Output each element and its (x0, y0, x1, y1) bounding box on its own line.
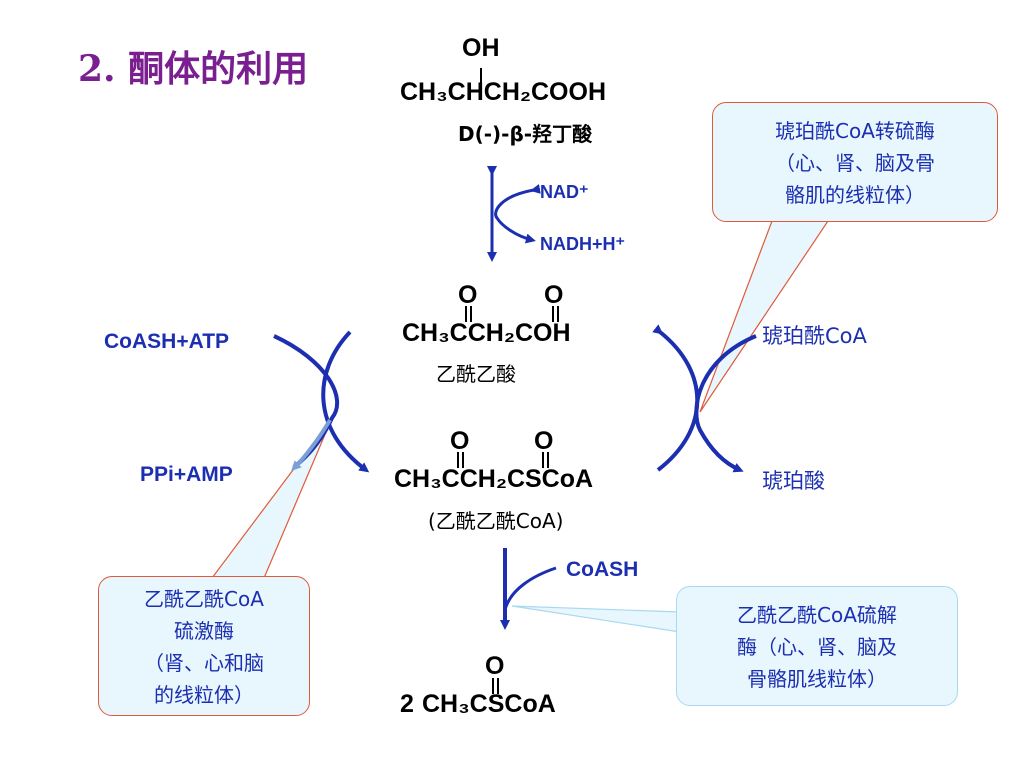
acetyl-coa-coefficient: 2 (400, 690, 414, 718)
acetoacetyl-coa-oxo-1: O (450, 427, 470, 455)
hydroxybutyrate-formula: CH₃CHCH₂COOH (400, 78, 606, 106)
transferase-callout: 琥珀酰CoA转硫酶 （心、肾、脑及骨 骼肌的线粒体） (712, 102, 998, 222)
callout-line: 的线粒体） (154, 683, 254, 707)
callout-line: 骼肌的线粒体） (785, 183, 925, 207)
ppi-amp-label: PPi+AMP (140, 463, 233, 486)
acetyl-coa-oxo: O (485, 652, 505, 680)
thiokinase-callout: 乙酰乙酰CoA 硫激酶 （肾、心和脑 的线粒体） (98, 576, 310, 716)
nadh-label: NADH+H⁺ (540, 234, 626, 254)
hydroxyl-group-label: OH (462, 34, 500, 62)
callout-line: 乙酰乙酰CoA硫解 (737, 603, 897, 627)
coash-label: CoASH (566, 558, 639, 581)
acetoacetyl-coa-name: (乙酰乙酰CoA) (428, 509, 564, 533)
acetoacetate-oxo-1: O (458, 281, 478, 309)
thiolase-callout: 乙酰乙酰CoA硫解 酶（心、肾、脑及 骨骼肌线粒体） (676, 586, 958, 706)
nad-label: NAD⁺ (540, 182, 589, 202)
callout-line: 酶（心、肾、脑及 (737, 635, 897, 659)
acetoacetate-oxo-2: O (544, 281, 564, 309)
thiolase-callout-tail (511, 605, 681, 633)
acetyl-coa-formula: CH₃CSCoA (422, 690, 556, 718)
page-title: 2. 酮体的利用 (78, 48, 309, 90)
acetoacetate-formula: CH₃CCH₂COH (402, 319, 571, 347)
callout-line: （肾、心和脑 (144, 651, 264, 675)
succinate-label: 琥珀酸 (762, 469, 825, 493)
succinyl-coa-label: 琥珀酰CoA (762, 324, 867, 348)
callout-line: 乙酰乙酰CoA (144, 587, 264, 611)
coash-atp-label: CoASH+ATP (104, 330, 230, 353)
callout-line: 琥珀酰CoA转硫酶 (775, 119, 935, 143)
callout-line: （心、肾、脑及骨 (775, 151, 935, 175)
hydroxybutyrate-name: D(-)-β-羟丁酸 (458, 122, 593, 146)
callout-line: 硫激酶 (174, 619, 234, 643)
acetoacetyl-coa-oxo-2: O (534, 427, 554, 455)
acetoacetyl-coa-formula: CH₃CCH₂CSCoA (394, 465, 594, 493)
transferase-callout-tail (699, 220, 830, 413)
callout-line: 骨骼肌线粒体） (747, 667, 887, 691)
acetoacetate-name: 乙酰乙酸 (436, 362, 516, 386)
